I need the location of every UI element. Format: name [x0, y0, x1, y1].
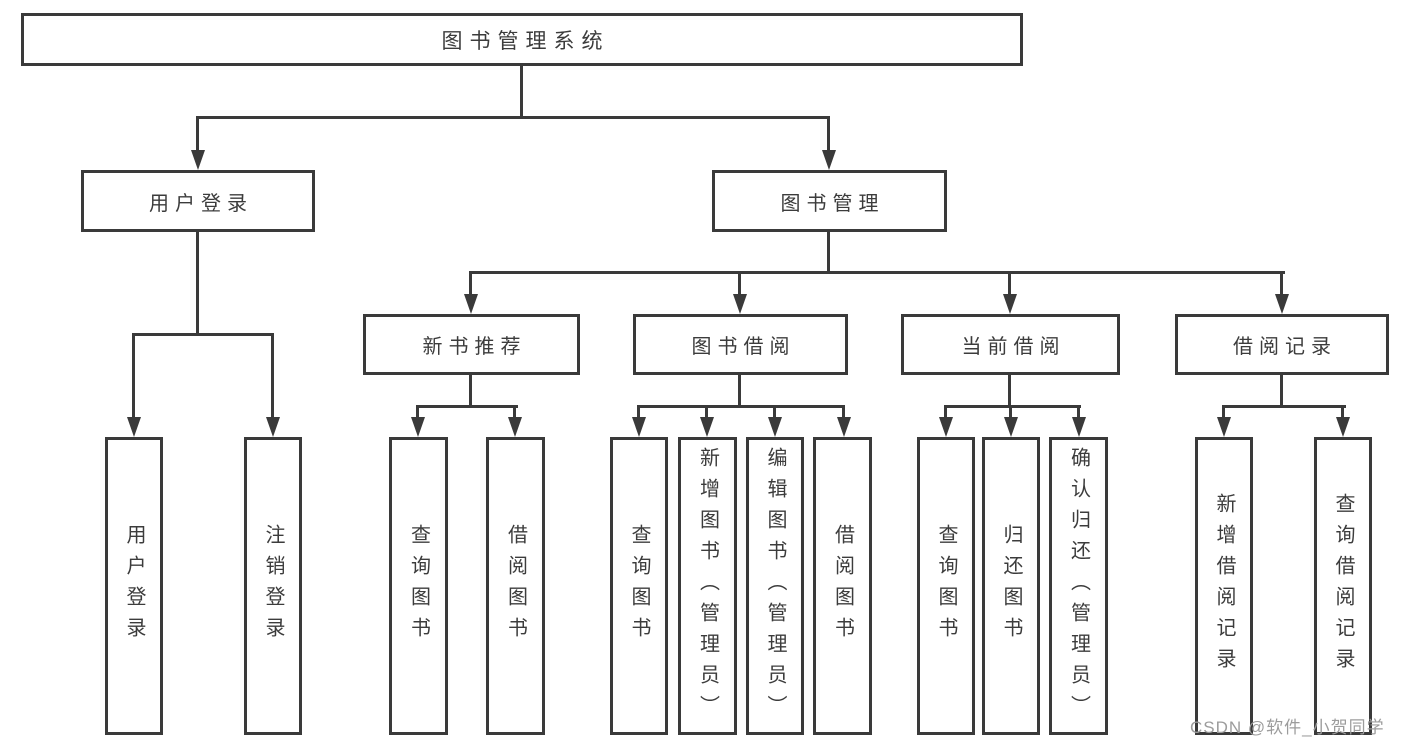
connector-arrow-icon — [939, 417, 953, 437]
leaf-query-borrow-record: 查询借阅记录 — [1314, 437, 1372, 735]
node-book-management: 图书管理 — [712, 170, 947, 232]
connector-line — [271, 335, 274, 418]
connector-arrow-icon — [464, 294, 478, 314]
connector-line — [1222, 405, 1346, 408]
connector-arrow-icon — [822, 150, 836, 170]
connector-arrow-icon — [1336, 417, 1350, 437]
leaf-confirm-return-admin-label: 确认归还（管理员） — [1067, 446, 1090, 726]
connector-arrow-icon — [632, 417, 646, 437]
leaf-borrow-books-recommend-label: 借阅图书 — [504, 524, 527, 648]
leaf-add-borrow-record: 新增借阅记录 — [1195, 437, 1253, 735]
leaf-query-books-current-label: 查询图书 — [935, 524, 957, 648]
connector-line — [469, 273, 472, 295]
leaf-query-books-borrowing: 查询图书 — [610, 437, 668, 735]
leaf-borrow-books-borrowing: 借阅图书 — [813, 437, 872, 735]
connector-line — [196, 116, 830, 119]
connector-arrow-icon — [1003, 294, 1017, 314]
connector-line — [132, 333, 274, 336]
connector-line — [637, 405, 845, 408]
leaf-confirm-return-admin: 确认归还（管理员） — [1049, 437, 1108, 735]
connector-line — [513, 407, 516, 418]
connector-line — [196, 118, 199, 151]
node-borrowing-records-label: 借阅记录 — [1233, 336, 1337, 358]
connector-line — [416, 405, 518, 408]
node-user-login: 用户登录 — [81, 170, 315, 232]
connector-line — [520, 66, 523, 118]
connector-arrow-icon — [1217, 417, 1231, 437]
connector-line — [469, 271, 1285, 274]
connector-line — [827, 232, 830, 274]
connector-line — [827, 118, 830, 151]
leaf-borrow-books-borrowing-label: 借阅图书 — [831, 524, 854, 648]
node-book-borrowing: 图书借阅 — [633, 314, 848, 375]
connector-line — [944, 407, 947, 418]
node-root-label: 图书管理系统 — [441, 29, 610, 53]
connector-line — [469, 375, 472, 407]
connector-line — [1280, 273, 1283, 295]
node-root: 图书管理系统 — [21, 13, 1023, 66]
leaf-return-books: 归还图书 — [982, 437, 1040, 735]
connector-arrow-icon — [508, 417, 522, 437]
connector-line — [842, 407, 845, 418]
node-user-login-label: 用户登录 — [149, 192, 253, 215]
connector-line — [738, 375, 741, 407]
node-borrowing-records: 借阅记录 — [1175, 314, 1389, 375]
connector-arrow-icon — [127, 417, 141, 437]
leaf-logout-label: 注销登录 — [262, 524, 284, 648]
leaf-query-books-recommend: 查询图书 — [389, 437, 448, 735]
connector-line — [1222, 407, 1225, 418]
connector-arrow-icon — [733, 294, 747, 314]
leaf-query-borrow-record-label: 查询借阅记录 — [1332, 493, 1354, 679]
connector-arrow-icon — [266, 417, 280, 437]
leaf-edit-book-admin-label: 编辑图书（管理员） — [764, 446, 786, 726]
leaf-user-login: 用户登录 — [105, 437, 163, 735]
connector-line — [132, 335, 135, 418]
leaf-edit-book-admin: 编辑图书（管理员） — [746, 437, 804, 735]
csdn-watermark: CSDN @软件_小贺同学 — [1190, 718, 1385, 737]
connector-line — [705, 407, 708, 418]
leaf-add-book-admin-label: 新增图书（管理员） — [696, 446, 719, 726]
connector-line — [773, 407, 776, 418]
connector-line — [637, 407, 640, 418]
connector-line — [738, 273, 741, 295]
connector-arrow-icon — [768, 417, 782, 437]
connector-arrow-icon — [700, 417, 714, 437]
connector-line — [1280, 375, 1283, 407]
connector-line — [944, 405, 1081, 408]
connector-line — [196, 232, 199, 336]
connector-arrow-icon — [1275, 294, 1289, 314]
connector-line — [1008, 375, 1011, 407]
connector-line — [416, 407, 419, 418]
leaf-query-books-recommend-label: 查询图书 — [407, 524, 430, 648]
node-current-borrowing-label: 当前借阅 — [961, 336, 1066, 358]
leaf-query-books-current: 查询图书 — [917, 437, 975, 735]
leaf-return-books-label: 归还图书 — [1000, 524, 1022, 648]
connector-arrow-icon — [191, 150, 205, 170]
leaf-add-borrow-record-label: 新增借阅记录 — [1213, 493, 1235, 679]
leaf-logout: 注销登录 — [244, 437, 302, 735]
leaf-add-book-admin: 新增图书（管理员） — [678, 437, 737, 735]
leaf-query-books-borrowing-label: 查询图书 — [628, 524, 650, 648]
connector-arrow-icon — [837, 417, 851, 437]
connector-line — [1077, 407, 1080, 418]
connector-line — [1009, 407, 1012, 418]
node-book-borrowing-label: 图书借阅 — [691, 336, 796, 358]
leaf-borrow-books-recommend: 借阅图书 — [486, 437, 545, 735]
leaf-user-login-label: 用户登录 — [123, 524, 145, 648]
connector-line — [1341, 407, 1344, 418]
connector-arrow-icon — [411, 417, 425, 437]
connector-arrow-icon — [1004, 417, 1018, 437]
node-new-book-recommend: 新书推荐 — [363, 314, 580, 375]
connector-arrow-icon — [1072, 417, 1086, 437]
node-current-borrowing: 当前借阅 — [901, 314, 1120, 375]
node-book-management-label: 图书管理 — [780, 192, 885, 215]
node-new-book-recommend-label: 新书推荐 — [422, 336, 527, 358]
connector-line — [1008, 273, 1011, 295]
